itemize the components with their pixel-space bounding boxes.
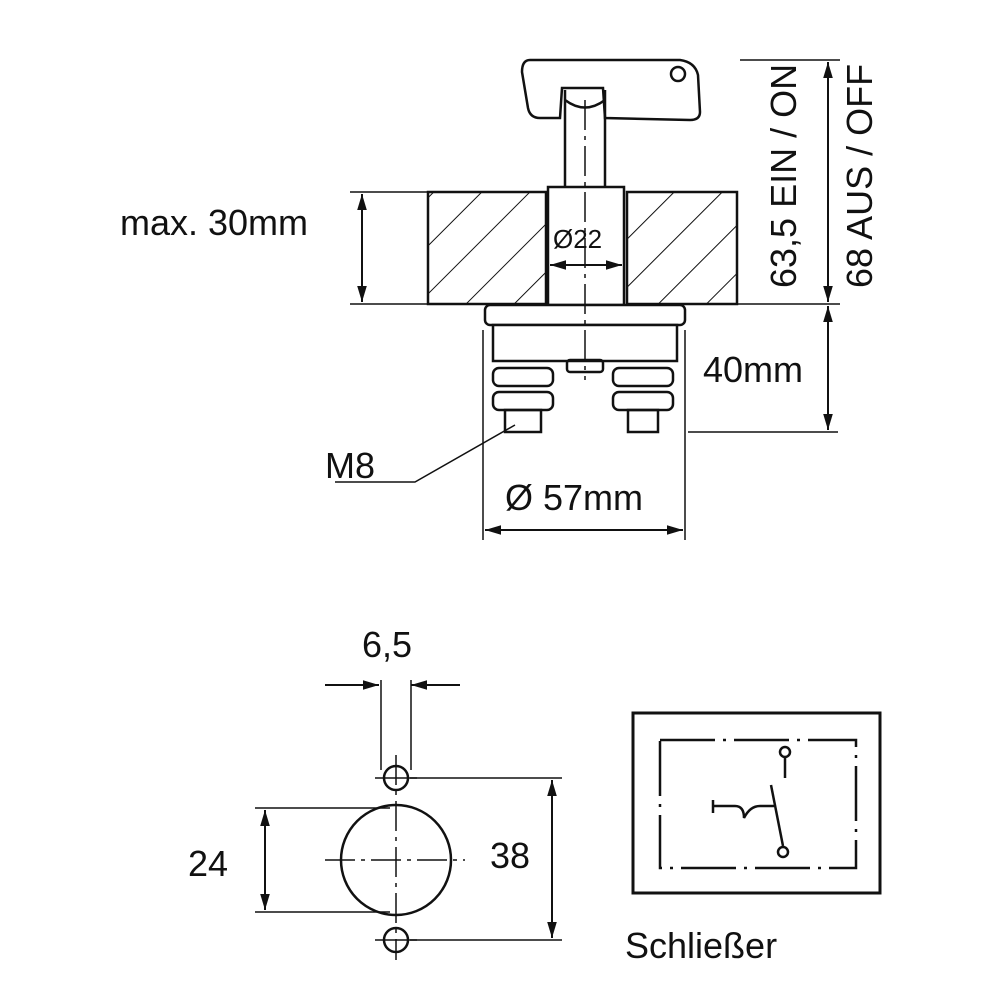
circle-diameter-label: 24 [188, 843, 229, 884]
thread-label: M8 [325, 445, 376, 486]
schematic-dashed-frame [658, 738, 858, 870]
bore-diameter-label: Ø22 [553, 224, 603, 254]
body-diameter-label: Ø 57mm [505, 477, 644, 518]
key-ring-hole [669, 65, 687, 83]
contact-type-label: Schließer [625, 925, 778, 966]
max-thickness-label: max. 30mm [120, 202, 309, 243]
height-off-label: 68 AUS / OFF [839, 63, 880, 288]
hole-diameter-label: 6,5 [362, 624, 413, 665]
hole-spacing-label: 38 [490, 835, 531, 876]
panel-left [426, 190, 548, 306]
panel-right [625, 190, 739, 306]
schematic-frame [631, 711, 882, 895]
terminal-left [491, 366, 555, 434]
terminal-right [611, 366, 675, 434]
actuator-symbol [711, 800, 774, 819]
key-handle [520, 58, 702, 122]
height-on-label: 63,5 EIN / ON [763, 63, 804, 288]
depth-label: 40mm [703, 349, 804, 390]
